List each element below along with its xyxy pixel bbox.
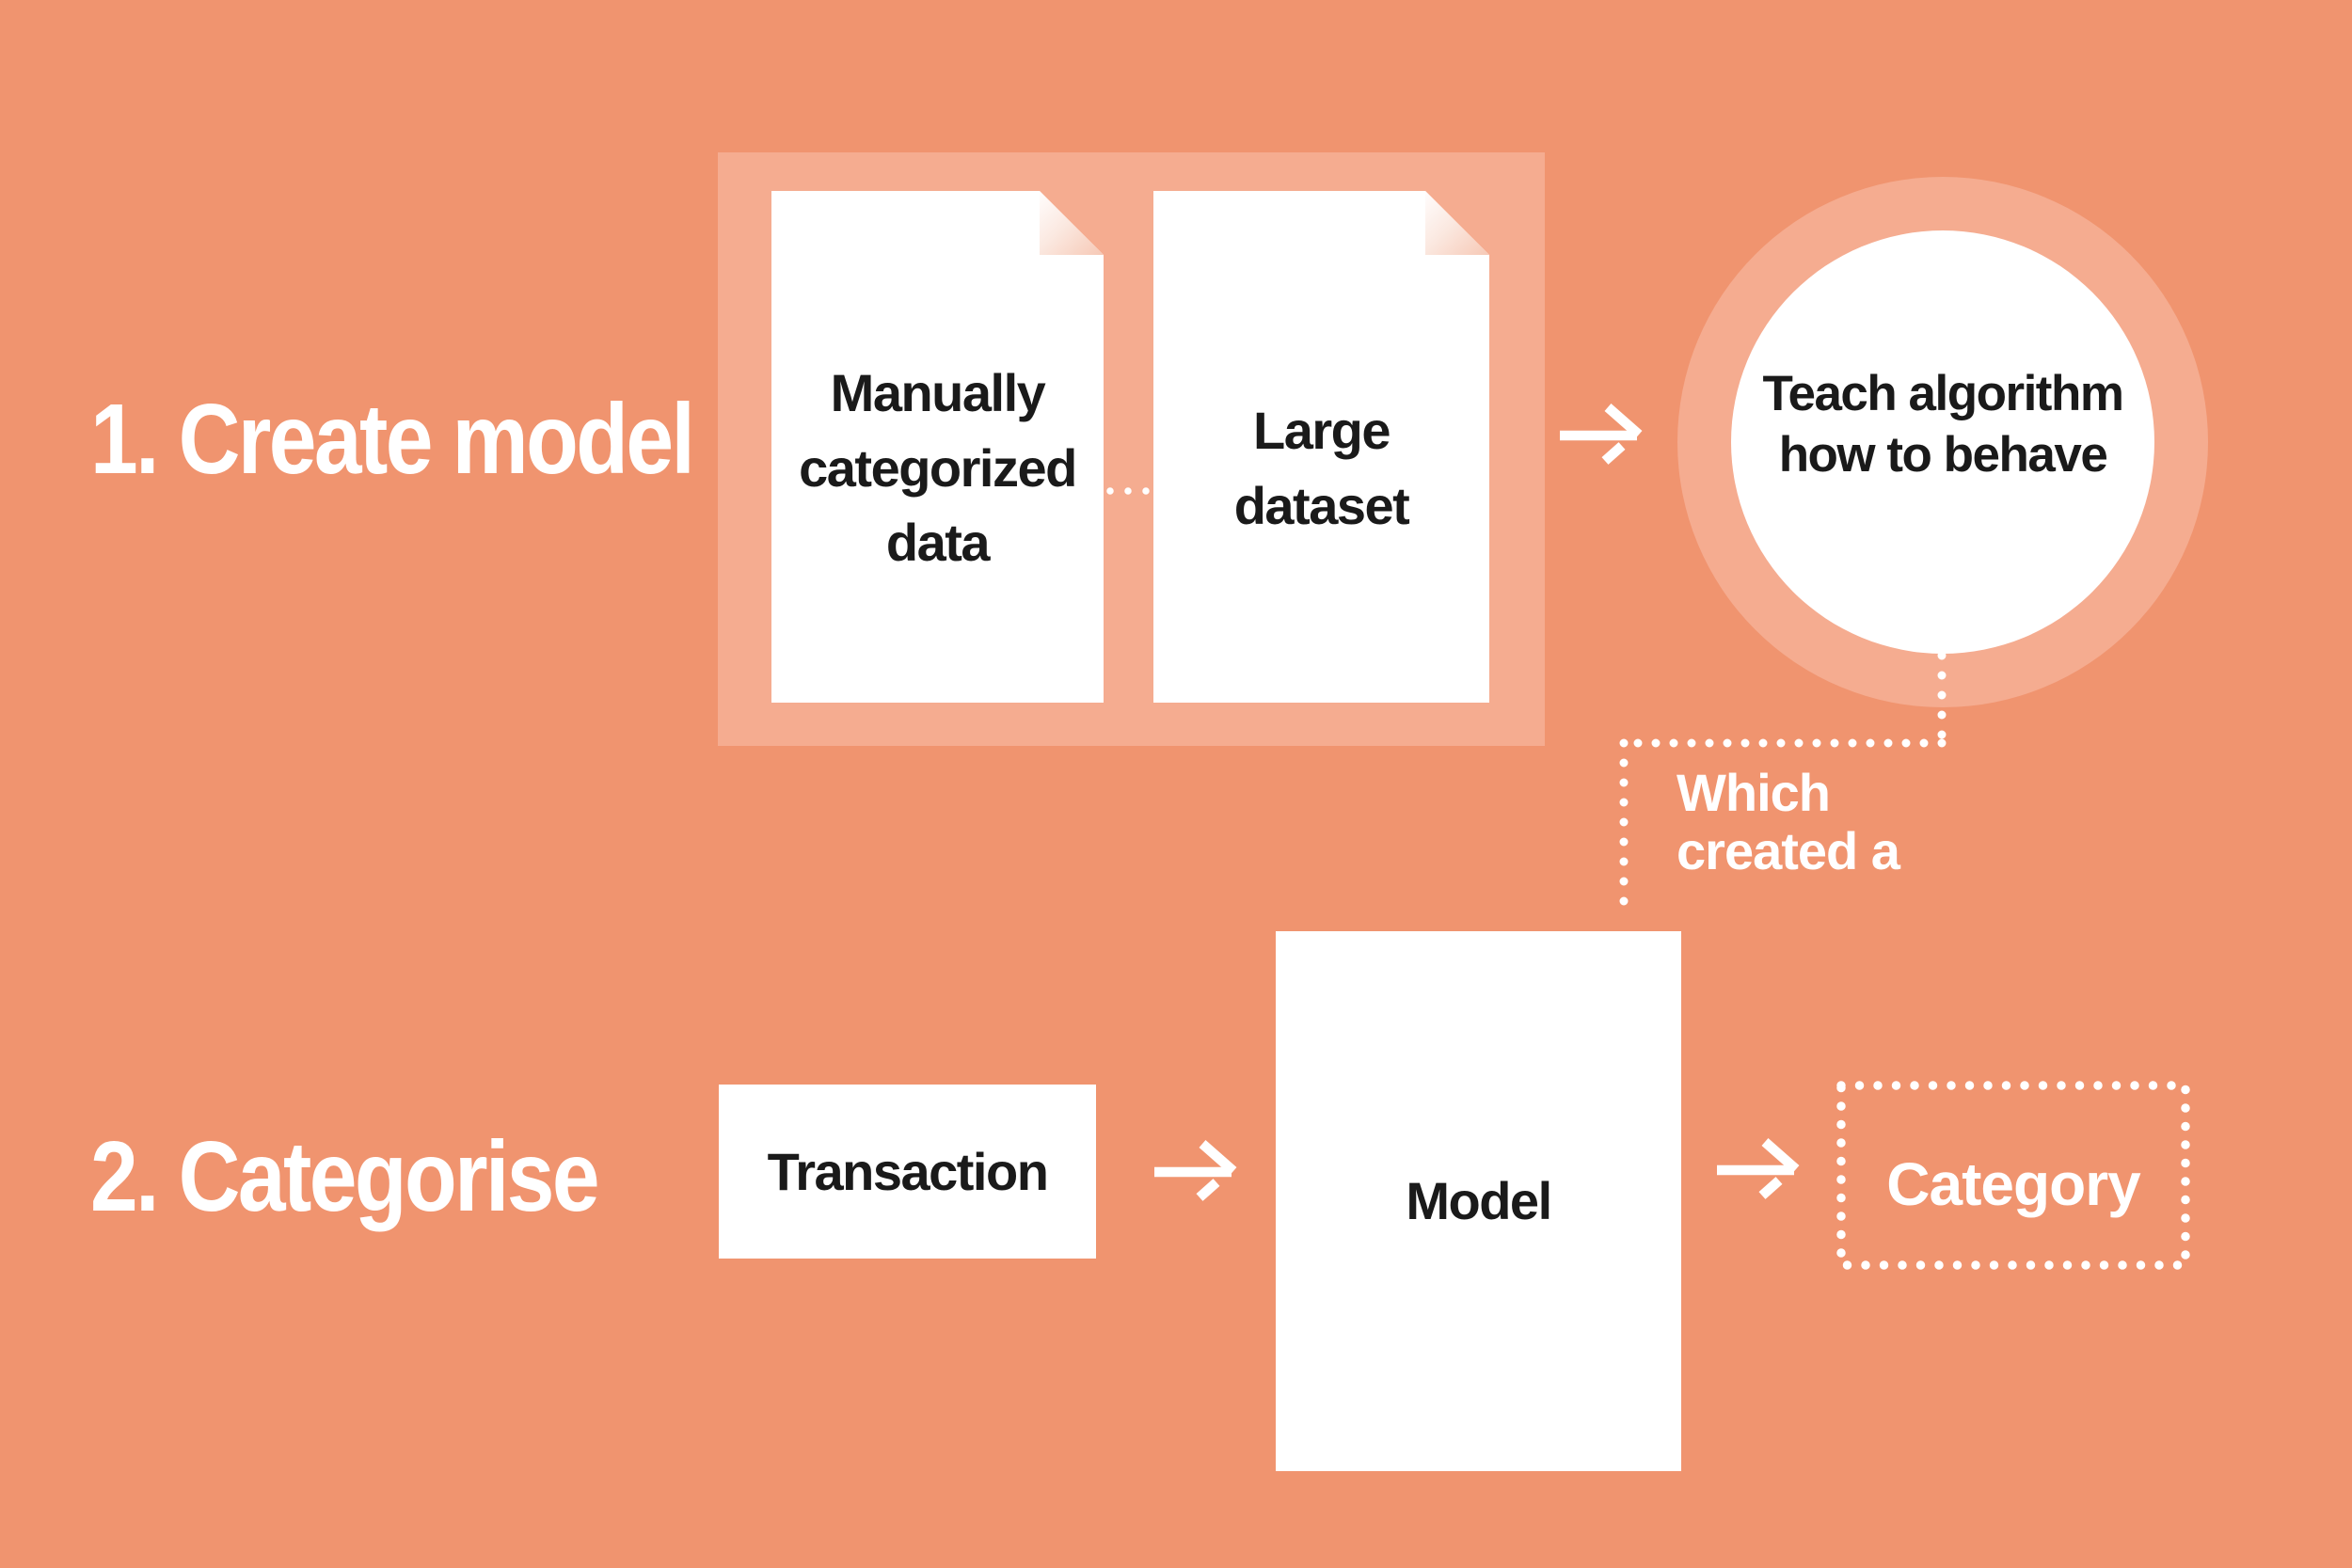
document-card-large-dataset: Large dataset <box>1153 191 1489 703</box>
category-label: Category <box>1886 1149 2140 1218</box>
step2-title: 2. Categorise <box>90 1121 600 1232</box>
algorithm-node-label: Teach algorithm how to behave <box>1762 364 2124 519</box>
document-label: Manually categorized data <box>799 313 1076 580</box>
arrow-right-icon <box>1717 1138 1800 1199</box>
arrow-right-icon <box>1154 1140 1237 1201</box>
document-label: Large dataset <box>1234 351 1409 543</box>
algorithm-label-line: Teach algorithm <box>1762 366 2124 422</box>
connector-caption-line: created a <box>1677 820 1900 880</box>
document-label-line: Manually <box>830 363 1045 423</box>
category-output-box: Category <box>1841 1085 2185 1265</box>
connector-caption-line: Which <box>1677 763 1831 822</box>
algorithm-node: Teach algorithm how to behave <box>1731 230 2154 654</box>
document-card-manually-categorized-data: Manually categorized data <box>771 191 1104 703</box>
connector-caption: Which created a <box>1677 763 1900 880</box>
document-label-line: categorized <box>799 437 1076 498</box>
model-label: Model <box>1406 1171 1552 1231</box>
document-label-line: Large <box>1253 400 1390 460</box>
transaction-card: Transaction <box>719 1085 1096 1259</box>
step1-title: 1. Create model <box>90 384 695 495</box>
document-label-line: dataset <box>1233 475 1409 535</box>
arrow-right-icon <box>1560 404 1643 465</box>
algorithm-label-line: how to behave <box>1778 427 2108 483</box>
document-label-line: data <box>885 513 990 573</box>
transaction-label: Transaction <box>767 1141 1049 1201</box>
model-card: Model <box>1276 931 1681 1471</box>
